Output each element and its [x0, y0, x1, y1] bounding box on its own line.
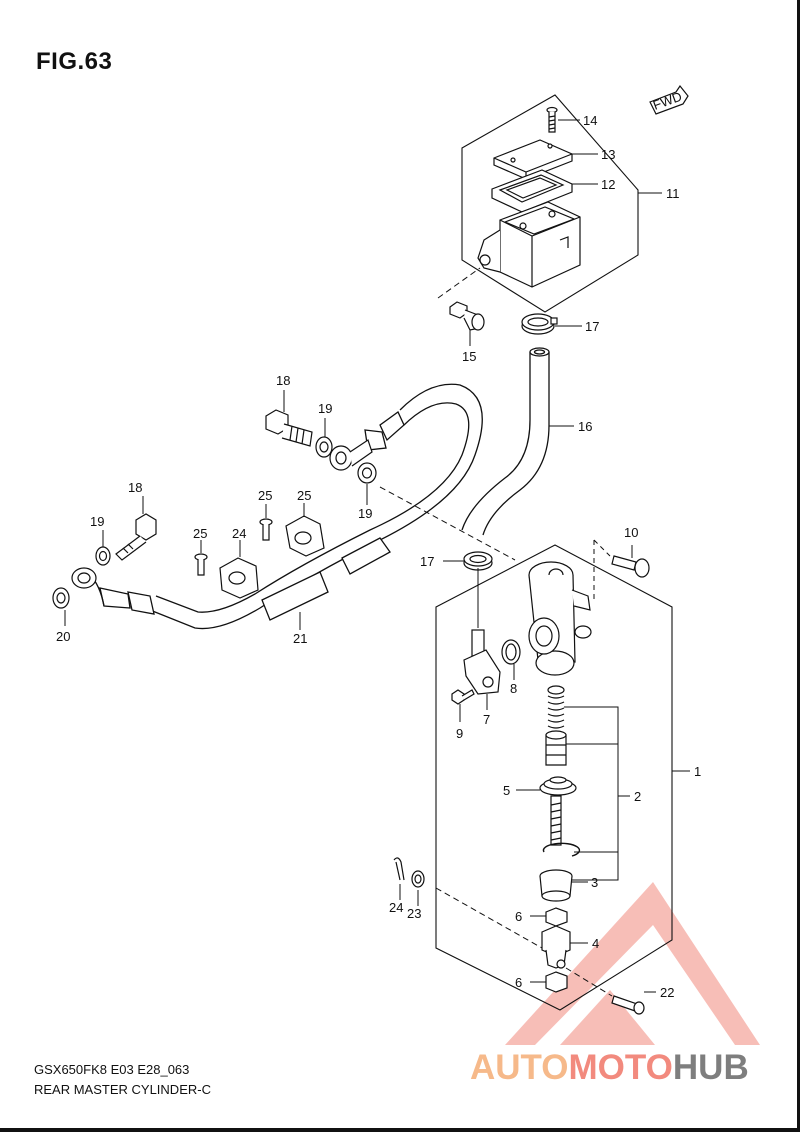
clevis-pin-21 [611, 995, 645, 1015]
leader-dash-hose [379, 486, 516, 561]
watermark-part-2: MOTO [568, 1048, 673, 1087]
callout-18-left: 18 [128, 480, 142, 495]
callout-3: 3 [591, 875, 598, 890]
o-ring-8 [501, 639, 521, 665]
watermark-part-3: HUB [672, 1048, 749, 1087]
washer-22 [411, 870, 425, 888]
leader-dash-15 [437, 267, 481, 299]
callout-25-left: 25 [193, 526, 207, 541]
brake-hose-20 [89, 383, 483, 630]
callout-22: 23 [407, 906, 421, 921]
figure-title: FIG.63 [36, 48, 113, 75]
banjo-fitting-top [329, 439, 373, 471]
hose-union-7 [463, 629, 501, 695]
watermark-part-1: AUTO [470, 1048, 569, 1087]
hose-clamp-17-lower [463, 551, 493, 571]
cotter-pin-23 [393, 857, 405, 881]
frame-right-border [797, 0, 800, 1132]
callout-18-top: 18 [276, 373, 290, 388]
screw-9 [451, 689, 475, 705]
screw-25-right [259, 518, 273, 541]
reservoir-body-11 [477, 201, 581, 288]
fwd-arrow-icon: FWD [649, 84, 689, 115]
seal-5 [539, 776, 577, 796]
washer-19-left-a [95, 546, 111, 566]
callout-1: 1 [694, 764, 701, 779]
callout-14: 14 [583, 113, 597, 128]
washer-19-top [315, 436, 333, 458]
callout-9: 9 [456, 726, 463, 741]
washer-19-left-b [52, 587, 70, 609]
reservoir-group-box [461, 94, 639, 313]
callout-10: 10 [624, 525, 638, 540]
callout-2: 2 [634, 789, 641, 804]
callout-19-left-b: 20 [56, 629, 70, 644]
leader-dash-10 [593, 539, 611, 557]
banjo-bolt-18-top [265, 409, 313, 447]
watermark-text: AUTOMOTOHUB [470, 1048, 749, 1088]
callout-6-lower: 6 [515, 975, 522, 990]
leader-dash-21 [565, 967, 613, 997]
callout-19-mid: 19 [358, 506, 372, 521]
diaphragm-12 [491, 169, 573, 213]
callout-25-right: 25 [258, 488, 272, 503]
reservoir-hose-16 [461, 347, 550, 536]
master-cylinder-body [528, 561, 592, 676]
callout-15: 15 [462, 349, 476, 364]
callout-16: 16 [578, 419, 592, 434]
watermark-logo-shape [505, 882, 760, 1045]
screw-14 [546, 106, 558, 133]
circlip [542, 842, 581, 857]
bolt-15 [449, 301, 485, 331]
callout-7: 7 [483, 712, 490, 727]
callout-6-upper: 6 [515, 909, 522, 924]
banjo-fitting-left [71, 567, 97, 589]
dust-boot-3 [539, 869, 573, 902]
callout-24-left: 24 [232, 526, 246, 541]
callout-21: 22 [660, 985, 674, 1000]
hose-clamp-24-left [219, 557, 259, 599]
callout-24-right: 25 [297, 488, 311, 503]
callout-12: 12 [601, 177, 615, 192]
callout-19-top: 19 [318, 401, 332, 416]
callout-labels: 1 2 3 4 5 6 6 7 8 9 10 11 12 13 14 15 16… [56, 113, 701, 1000]
leader-lines [64, 119, 690, 993]
callout-17-top: 17 [585, 319, 599, 334]
callout-13: 13 [601, 147, 615, 162]
hose-clamp-24-right [285, 515, 325, 557]
callout-11: 11 [666, 186, 680, 201]
model-code: GSX650FK8 E03 E28_063 [34, 1062, 190, 1077]
callout-4: 4 [592, 936, 599, 951]
nut-6-lower [545, 971, 568, 993]
banjo-bolt-18-left [115, 513, 157, 561]
reservoir-cap-13 [493, 139, 573, 180]
callout-19-left-a: 19 [90, 514, 104, 529]
nut-6-upper [545, 907, 568, 927]
callout-5: 5 [503, 783, 510, 798]
washer-19-mid [357, 462, 377, 484]
hose-clamp-17-top [521, 313, 558, 335]
callout-20: 21 [293, 631, 307, 646]
piston-spring [547, 685, 565, 729]
bolt-10 [611, 555, 650, 578]
master-cylinder-group-box [435, 544, 673, 1011]
callout-8: 8 [510, 681, 517, 696]
leader-dash-22 [435, 887, 543, 949]
figure-caption: REAR MASTER CYLINDER-C [34, 1082, 211, 1097]
screw-25-left [194, 553, 208, 576]
clevis-4 [541, 925, 571, 969]
piston-cup [545, 730, 567, 766]
callout-23: 24 [389, 900, 403, 915]
callout-17-lower: 17 [420, 554, 434, 569]
frame-bottom-border [0, 1128, 800, 1132]
push-rod [550, 795, 562, 846]
